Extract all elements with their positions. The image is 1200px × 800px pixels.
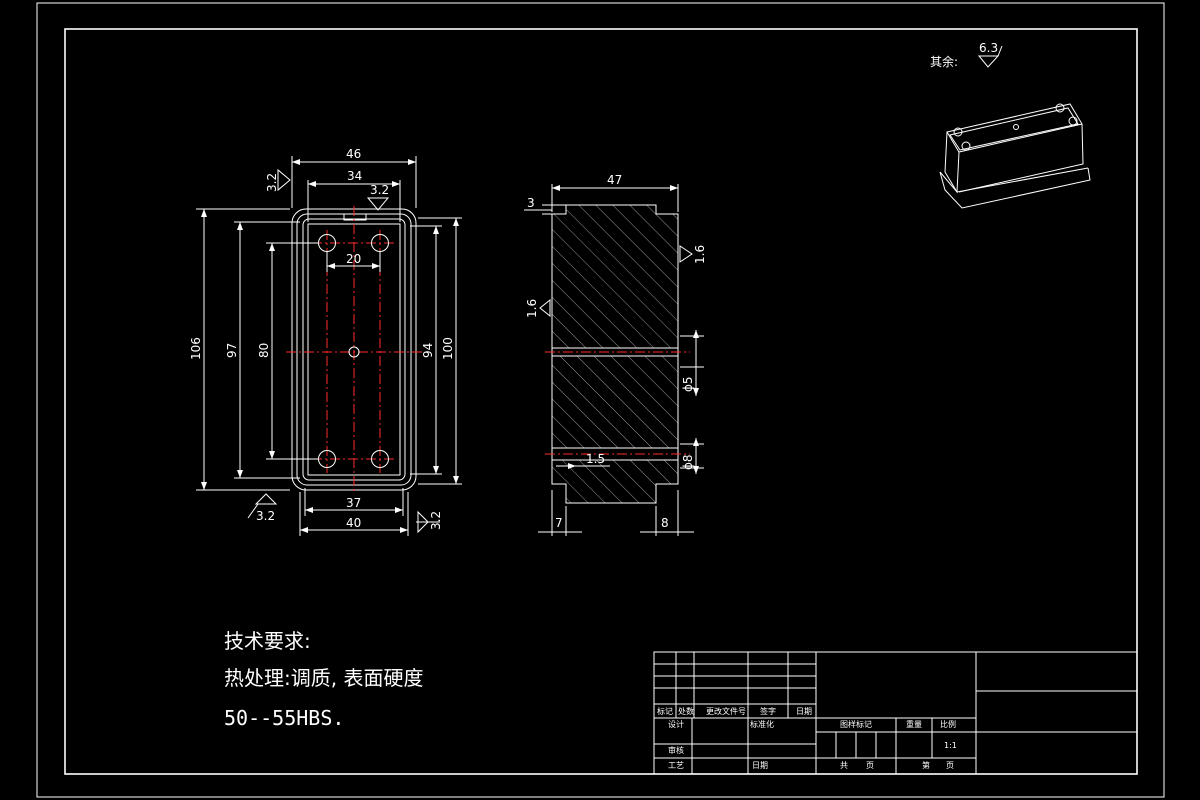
tb-date: 日期 [796, 707, 812, 716]
dim-106: 106 [189, 337, 203, 360]
tb-sign: 签字 [760, 706, 776, 716]
roughness-bottomleft: 3.2 [256, 509, 275, 523]
front-view-dimensions: 46 34 3.2 3.2 20 106 97 80 94 100 [189, 147, 462, 536]
tb-zone: 更改文件号 [706, 706, 746, 716]
roughness-top: 3.2 [370, 183, 389, 197]
tb-standardize: 标准化 [750, 719, 774, 729]
tb-sheet: 第 [922, 760, 930, 770]
tb-review: 审核 [668, 745, 684, 755]
dim-20: 20 [346, 252, 361, 266]
tb-scale: 比例 [940, 719, 956, 729]
surface-note-label: 其余: [930, 54, 958, 69]
dim-34: 34 [347, 169, 362, 183]
tb-sheet-unit2: 页 [946, 761, 954, 770]
dim-40: 40 [346, 516, 361, 530]
dim-37: 37 [346, 496, 361, 510]
section-view [545, 204, 690, 504]
tb-process: 工艺 [668, 761, 684, 770]
outer-frame [36, 2, 1165, 798]
title-block [653, 651, 1138, 775]
tb-design: 设计 [668, 719, 684, 729]
front-view [286, 206, 422, 492]
roughness-left: 1.6 [525, 299, 539, 318]
dim-47: 47 [607, 173, 622, 187]
dim-3: 3 [527, 196, 535, 210]
tech-line-2: 50--55HBS. [224, 706, 344, 730]
tb-scale-value: 1:1 [944, 741, 957, 750]
tb-process-date: 日期 [752, 761, 768, 770]
title-block-text: 标记 处数 更改文件号 签字 日期 设计 标准化 审核 工艺 日期 图样标记 重… [657, 706, 957, 770]
inner-frame [64, 28, 1138, 775]
dim-80: 80 [257, 343, 271, 358]
dim-1-5: 1.5 [586, 452, 605, 466]
dim-8: 8 [661, 516, 669, 530]
dim-dia8: ϕ8 [681, 454, 695, 470]
roughness-right: 1.6 [693, 245, 707, 264]
tech-heading: 技术要求: [224, 629, 311, 653]
dim-7: 7 [555, 516, 563, 530]
section-view-dimensions: 47 3 1.6 1.6 ϕ5 ϕ8 1.5 7 8 [524, 173, 707, 536]
tb-weight: 重量 [906, 719, 922, 729]
tb-count: 处数 [678, 706, 694, 716]
roughness-topleft: 3.2 [265, 173, 279, 192]
roughness-bottomright: 3.2 [429, 511, 443, 530]
tb-stage-mark: 图样标记 [840, 719, 872, 729]
dim-94: 94 [421, 343, 435, 358]
tech-requirements: 技术要求: 热处理:调质, 表面硬度 50--55HBS. [224, 629, 423, 730]
tb-mark: 标记 [657, 706, 673, 716]
isometric-view [939, 103, 1091, 209]
tb-total: 共 [840, 761, 848, 770]
surface-note-value: 6.3 [979, 41, 998, 55]
tech-line-1: 热处理:调质, 表面硬度 [224, 666, 423, 690]
dim-46: 46 [346, 147, 361, 161]
tb-sheet-unit1: 页 [866, 761, 874, 770]
dim-100: 100 [441, 337, 455, 360]
dim-97: 97 [225, 343, 239, 358]
surface-roughness-note: 其余: 6.3 [930, 41, 1003, 69]
dim-dia5: ϕ5 [681, 376, 695, 392]
